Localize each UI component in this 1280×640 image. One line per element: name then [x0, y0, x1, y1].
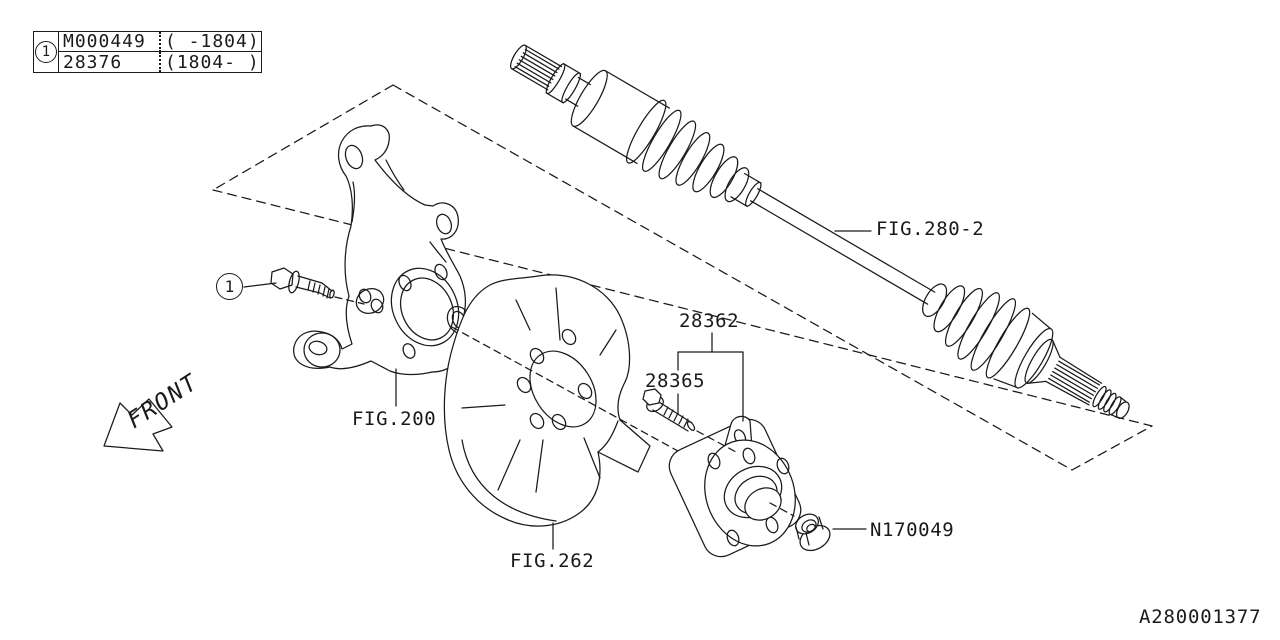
knuckle-bolt-drawing — [270, 267, 365, 305]
label-28365[interactable]: 28365 — [645, 370, 706, 392]
steering-knuckle-drawing — [293, 124, 472, 376]
front-arrow — [103, 398, 173, 452]
axle-nut-drawing — [769, 502, 831, 552]
assembly-boundary-dashed-lines — [212, 84, 1153, 471]
applicability-late: (1804- ) — [159, 52, 261, 72]
part-number-late: 28376 — [63, 51, 123, 73]
dust-shield-drawing — [443, 274, 651, 527]
hub-axis-dashed-line — [451, 326, 699, 463]
table-callout-cell: 1 — [34, 32, 59, 72]
hub-bearing-drawing — [668, 415, 802, 558]
label-n170049[interactable]: N170049 — [870, 519, 955, 541]
axle-shaft-drawing — [509, 44, 1130, 419]
part-number-early: M000449 — [59, 32, 159, 52]
hub-bolt-drawing — [642, 388, 737, 453]
callout-1-table: 1 — [35, 41, 57, 63]
part-reference-table: 1 M000449 ( -1804) 28376 (1804- ) — [33, 31, 262, 73]
diagram-id: A280001377 — [1139, 606, 1262, 628]
label-28362[interactable]: 28362 — [679, 310, 740, 332]
label-fig-262[interactable]: FIG.262 — [510, 550, 595, 572]
label-fig-200[interactable]: FIG.200 — [352, 408, 437, 430]
applicability-early: ( -1804) — [159, 32, 261, 52]
label-fig-280-2[interactable]: FIG.280-2 — [876, 218, 985, 240]
leader-lines — [243, 230, 872, 550]
callout-1-marker[interactable]: 1 — [216, 273, 243, 300]
